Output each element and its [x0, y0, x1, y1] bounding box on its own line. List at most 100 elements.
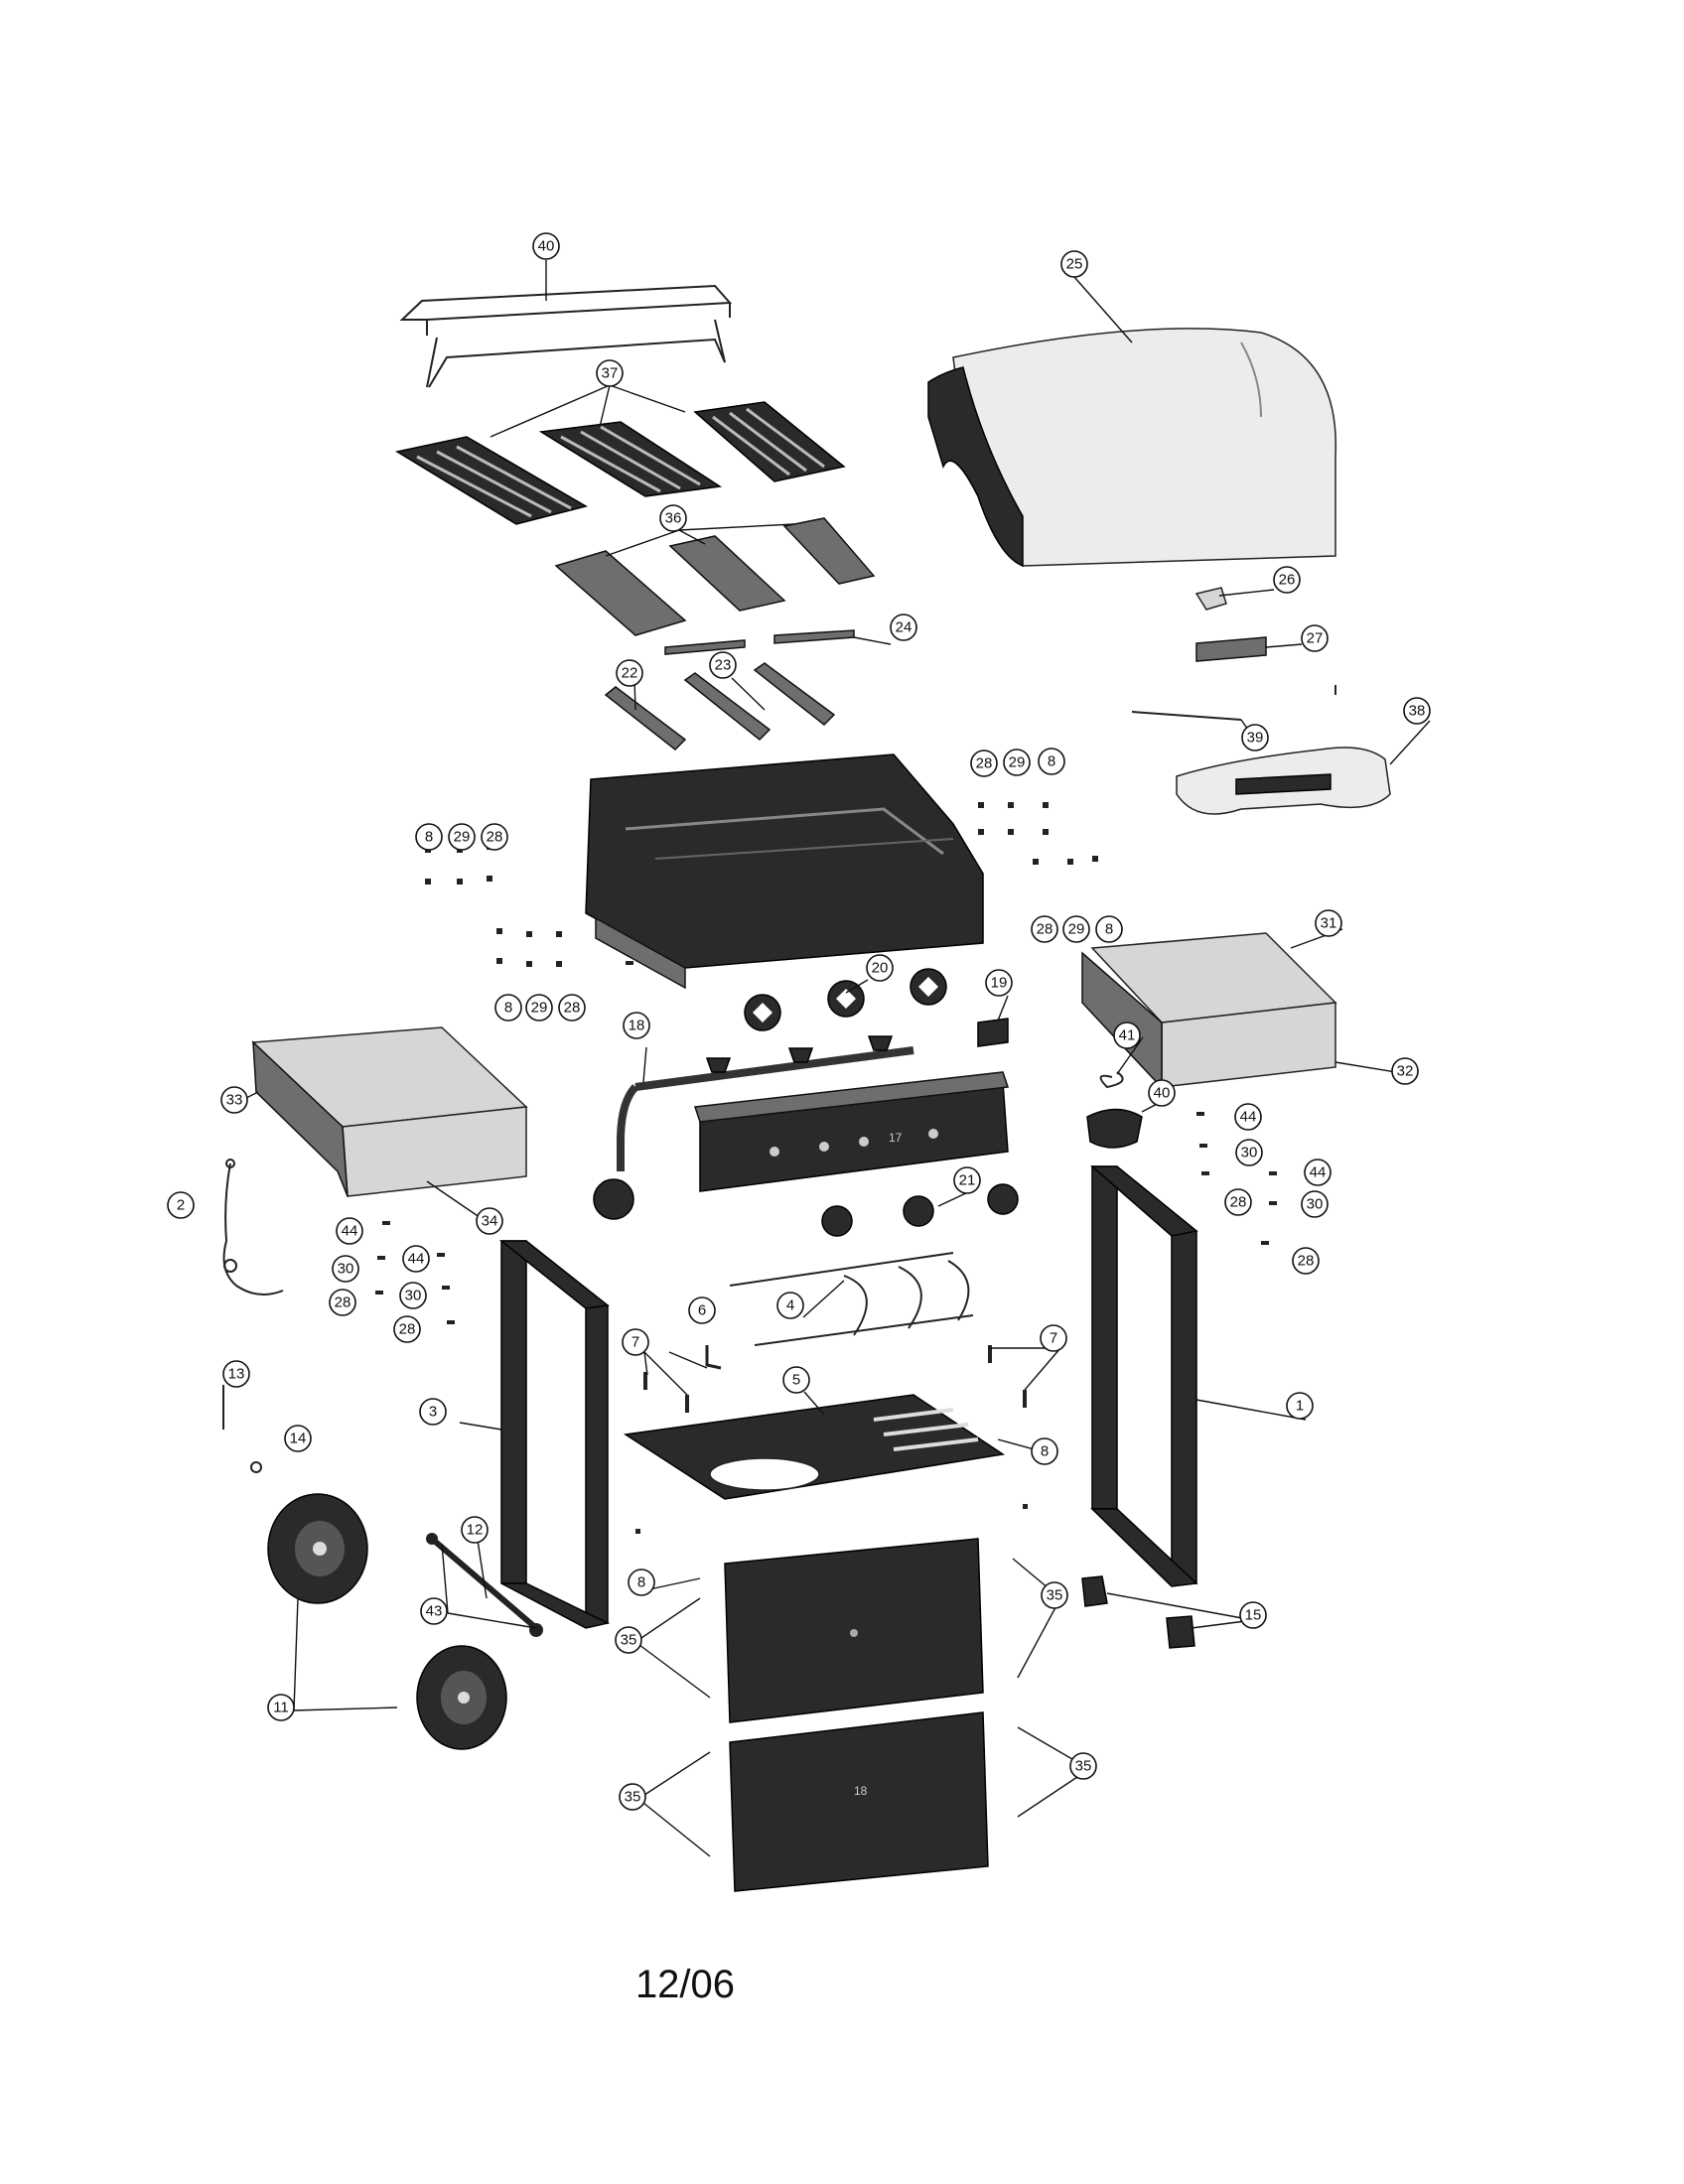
svg-text:8: 8: [1041, 1443, 1049, 1460]
callout: 12: [461, 1516, 489, 1544]
callout: 15: [1239, 1601, 1267, 1629]
callout: 8: [494, 994, 522, 1022]
callout: 40: [532, 232, 560, 260]
handle-rod: [1131, 685, 1336, 721]
callout: 28: [970, 750, 998, 777]
wheel: [416, 1645, 507, 1750]
svg-text:24: 24: [896, 619, 912, 636]
left-side-shelf: [251, 1026, 528, 1197]
callout: 27: [1301, 624, 1329, 652]
svg-text:28: 28: [1298, 1253, 1315, 1270]
gas-manifold: [593, 1035, 914, 1220]
svg-text:29: 29: [454, 829, 471, 846]
svg-text:44: 44: [408, 1251, 425, 1268]
svg-text:29: 29: [1009, 754, 1026, 771]
svg-text:3: 3: [429, 1404, 437, 1421]
callout: 28: [393, 1315, 421, 1343]
svg-text:1: 1: [1296, 1398, 1304, 1415]
svg-text:8: 8: [1048, 753, 1055, 770]
callout: 38: [1403, 697, 1431, 725]
svg-text:30: 30: [405, 1288, 422, 1304]
svg-text:22: 22: [622, 665, 638, 682]
svg-text:7: 7: [632, 1334, 639, 1351]
callout: 28: [329, 1289, 356, 1316]
callout: 43: [420, 1597, 448, 1625]
front-panel-upper: [724, 1538, 984, 1723]
svg-text:30: 30: [1307, 1196, 1324, 1213]
svg-text:44: 44: [1310, 1164, 1327, 1181]
bottom-shelf: [623, 1394, 1006, 1500]
callout: 34: [476, 1207, 503, 1235]
svg-text:44: 44: [1240, 1109, 1257, 1126]
svg-text:40: 40: [538, 238, 555, 255]
front-handle: [1176, 747, 1391, 815]
svg-text:28: 28: [976, 755, 993, 772]
revision-date: 12/06: [634, 1963, 736, 2006]
callout: 18: [623, 1012, 650, 1039]
grill-lid: [927, 328, 1337, 568]
callout: 23: [709, 651, 737, 679]
svg-text:28: 28: [1230, 1194, 1247, 1211]
part-label: 18: [854, 1784, 868, 1798]
svg-text:29: 29: [531, 1000, 548, 1017]
svg-text:35: 35: [1075, 1758, 1092, 1775]
callout: 8: [1031, 1437, 1058, 1465]
leveling-feet: [1081, 1575, 1195, 1649]
svg-text:20: 20: [872, 960, 889, 977]
svg-text:35: 35: [625, 1789, 641, 1806]
callout: 30: [332, 1255, 359, 1283]
callout: 29: [1062, 915, 1090, 943]
heat-tent: [554, 550, 687, 636]
callout: 4: [776, 1292, 804, 1319]
callout: 28: [1031, 915, 1058, 943]
callout: 21: [953, 1166, 981, 1194]
part-label: 17: [889, 1131, 903, 1145]
svg-text:8: 8: [504, 1000, 512, 1017]
callout: 2: [167, 1191, 195, 1219]
svg-text:14: 14: [290, 1431, 307, 1447]
gas-hose: [222, 1159, 284, 1296]
svg-text:28: 28: [335, 1295, 351, 1311]
svg-text:34: 34: [482, 1213, 498, 1230]
callout: 7: [1040, 1324, 1067, 1352]
callout: 13: [222, 1360, 250, 1388]
svg-text:41: 41: [1119, 1027, 1136, 1044]
burner-caps: [744, 968, 947, 1031]
svg-text:13: 13: [228, 1366, 245, 1383]
right-cart-frame: [1090, 1165, 1198, 1587]
callout: 35: [1069, 1752, 1097, 1780]
rear-brace: [729, 1252, 974, 1346]
callout: 29: [448, 823, 476, 851]
callout: 24: [890, 614, 917, 641]
thermometer-bezel: [1194, 587, 1227, 611]
callout: 28: [1292, 1247, 1320, 1275]
burner-tubes: [604, 629, 855, 751]
svg-text:12: 12: [467, 1522, 484, 1539]
svg-text:28: 28: [564, 1000, 581, 1017]
callout: 44: [1304, 1159, 1332, 1186]
svg-text:11: 11: [273, 1700, 289, 1716]
callout: 40: [1148, 1079, 1176, 1107]
svg-text:23: 23: [715, 657, 732, 674]
callout: 44: [1234, 1103, 1262, 1131]
right-side-shelf: [1081, 932, 1337, 1089]
svg-text:5: 5: [792, 1372, 800, 1389]
callout: 36: [659, 504, 687, 532]
svg-text:36: 36: [665, 510, 682, 527]
callout: 29: [1003, 749, 1031, 776]
svg-text:8: 8: [1105, 921, 1113, 938]
callout: 19: [985, 969, 1013, 997]
svg-text:29: 29: [1068, 921, 1085, 938]
callout: 35: [619, 1783, 646, 1811]
svg-text:44: 44: [342, 1223, 358, 1240]
svg-text:28: 28: [1037, 921, 1053, 938]
cooking-grate: [395, 436, 588, 525]
svg-text:31: 31: [1321, 915, 1337, 932]
callout: 32: [1391, 1057, 1419, 1085]
callout: 11: [267, 1694, 295, 1721]
callout: 6: [688, 1297, 716, 1324]
svg-text:19: 19: [991, 975, 1008, 992]
svg-text:26: 26: [1279, 572, 1296, 589]
wheel: [267, 1493, 368, 1604]
